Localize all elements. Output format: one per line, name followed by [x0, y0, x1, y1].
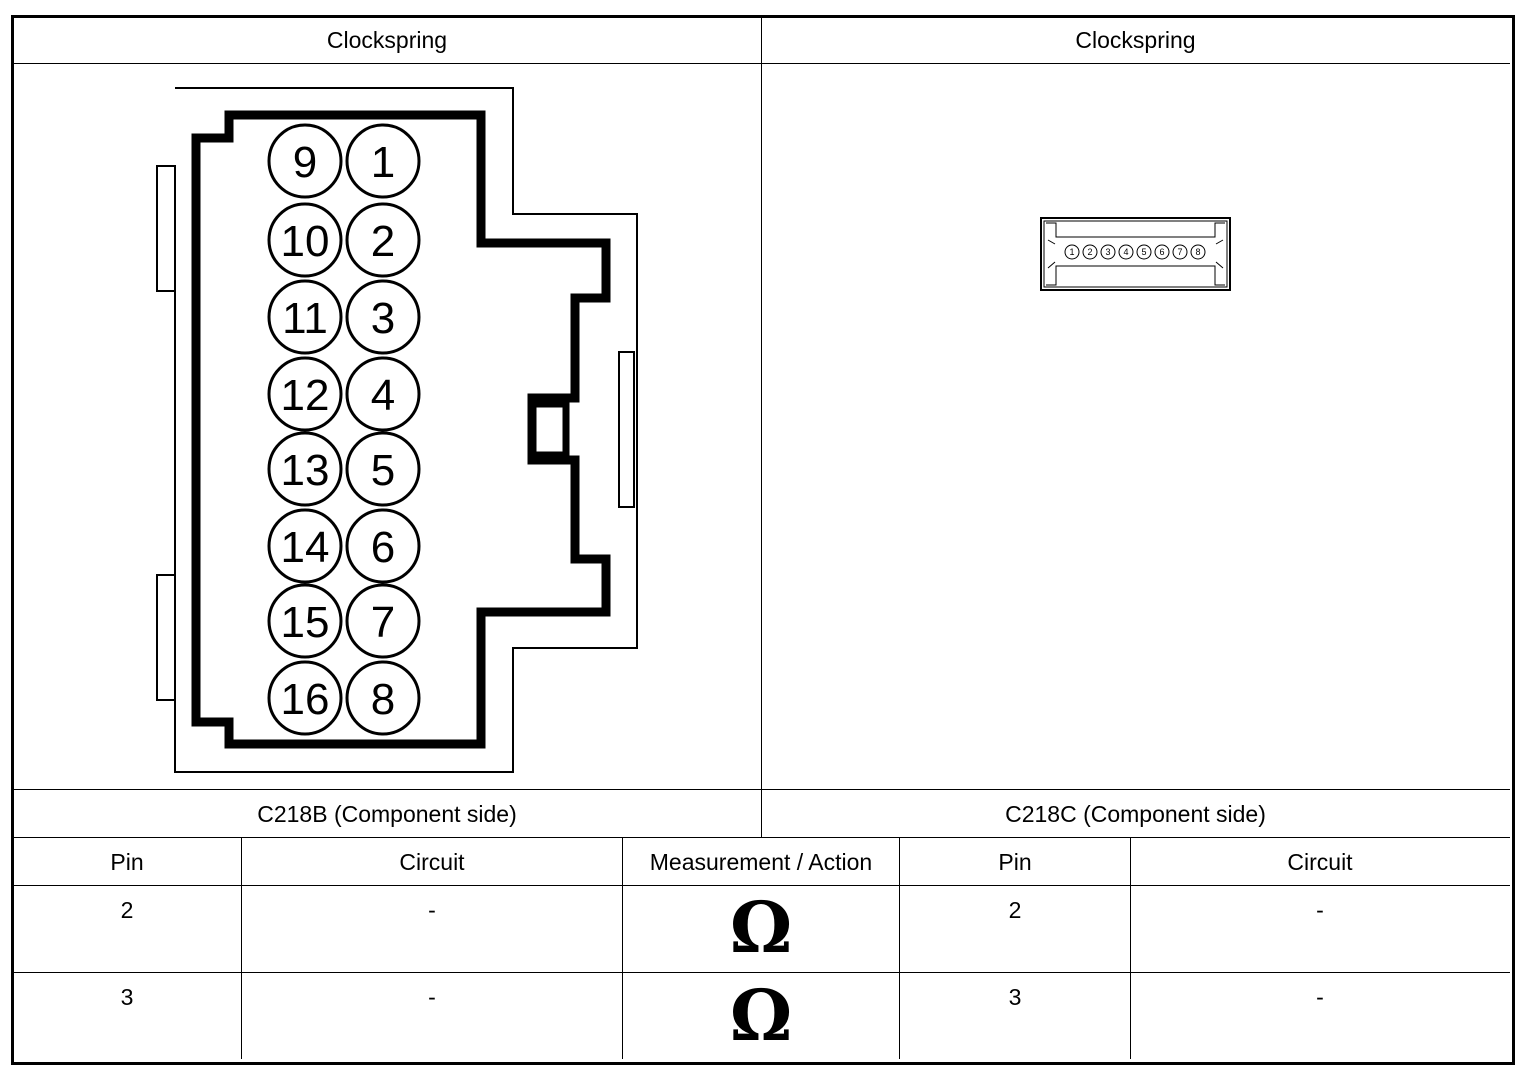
- column-header-measurement: Measurement / Action: [649, 849, 873, 875]
- c218c-pin-1-circle: [1064, 244, 1080, 260]
- c218c-pin-8-circle: [1190, 244, 1206, 260]
- pin-1-label: 1: [371, 138, 395, 187]
- ohm-icon: Ω: [729, 886, 793, 969]
- c218c-pin-6-circle: [1154, 244, 1170, 260]
- connector-housing-outline: [1040, 217, 1231, 291]
- pin-9-circle: [267, 123, 343, 199]
- row2-pin-b: 3: [1008, 984, 1022, 1010]
- pin-6-circle: [345, 508, 421, 584]
- c218c-pin-8-label: 8: [1195, 247, 1200, 257]
- pin-4-label: 4: [371, 371, 395, 420]
- column-divider: [899, 837, 900, 1059]
- column-divider: [761, 17, 762, 837]
- row2-circuit-a: -: [428, 984, 436, 1010]
- ohm-icon: Ω: [729, 974, 793, 1057]
- pin-16-circle: [267, 660, 343, 736]
- pin-2-circle: [345, 202, 421, 278]
- pin-14-circle: [267, 508, 343, 584]
- column-header-pin-b: Pin: [998, 849, 1032, 875]
- row-divider: [13, 885, 1510, 886]
- c218c-pin-6-label: 6: [1159, 247, 1164, 257]
- pin-5-label: 5: [371, 446, 395, 495]
- row2-pin-a: 3: [120, 984, 134, 1010]
- pin-12-circle: [267, 356, 343, 432]
- pin-2-label: 2: [371, 217, 395, 266]
- connector-latch: [618, 351, 635, 508]
- left-connector-caption: C218B (Component side): [257, 801, 517, 827]
- c218c-pin-5-circle: [1136, 244, 1152, 260]
- column-header-circuit-a: Circuit: [399, 849, 465, 875]
- c218c-pin-3-circle: [1100, 244, 1116, 260]
- left-connector-title: Clockspring: [326, 27, 448, 53]
- pin-13-label: 13: [281, 446, 330, 495]
- pin-7-label: 7: [371, 598, 395, 647]
- c218c-pin-5-label: 5: [1141, 247, 1146, 257]
- c218c-pin-4-label: 4: [1123, 247, 1128, 257]
- pin-9-label: 9: [293, 138, 317, 187]
- c218c-pin-4-circle: [1118, 244, 1134, 260]
- column-divider: [241, 837, 242, 1059]
- row1-circuit-b: -: [1316, 897, 1324, 923]
- pin-7-circle: [345, 583, 421, 659]
- pin-3-circle: [345, 279, 421, 355]
- row1-circuit-a: -: [428, 897, 436, 923]
- column-divider: [1130, 837, 1131, 1059]
- pin-3-label: 3: [371, 294, 395, 343]
- pin-14-label: 14: [281, 523, 330, 572]
- row1-pin-b: 2: [1008, 897, 1022, 923]
- pin-6-label: 6: [371, 523, 395, 572]
- table-frame: [11, 15, 1515, 1065]
- right-connector-title: Clockspring: [1075, 27, 1196, 53]
- pin-13-circle: [267, 431, 343, 507]
- column-header-pin-a: Pin: [110, 849, 144, 875]
- pin-11-label: 11: [282, 294, 328, 343]
- pin-10-circle: [267, 202, 343, 278]
- c218c-pin-7-label: 7: [1177, 247, 1182, 257]
- right-connector-caption: C218C (Component side): [1005, 801, 1266, 827]
- row-divider: [13, 972, 1510, 973]
- pin-8-circle: [345, 660, 421, 736]
- pin-11-circle: [267, 279, 343, 355]
- c218c-pin-7-circle: [1172, 244, 1188, 260]
- pin-1-circle: [345, 123, 421, 199]
- pin-15-circle: [267, 583, 343, 659]
- c218c-pin-3-label: 3: [1105, 247, 1110, 257]
- pin-12-label: 12: [281, 371, 330, 420]
- pin-10-label: 10: [281, 217, 330, 266]
- row-divider: [13, 837, 1510, 838]
- c218c-pin-2-label: 2: [1087, 247, 1092, 257]
- pin-5-circle: [345, 431, 421, 507]
- c218c-pin-2-circle: [1082, 244, 1098, 260]
- pin-8-label: 8: [371, 675, 395, 724]
- row1-pin-a: 2: [120, 897, 134, 923]
- column-header-circuit-b: Circuit: [1287, 849, 1353, 875]
- pin-16-label: 16: [281, 675, 330, 724]
- pin-15-label: 15: [281, 598, 330, 647]
- pin-4-circle: [345, 356, 421, 432]
- column-divider: [622, 837, 623, 1059]
- connector-cavity-outline: [191, 110, 611, 749]
- row2-circuit-b: -: [1316, 984, 1324, 1010]
- c218c-pin-1-label: 1: [1069, 247, 1074, 257]
